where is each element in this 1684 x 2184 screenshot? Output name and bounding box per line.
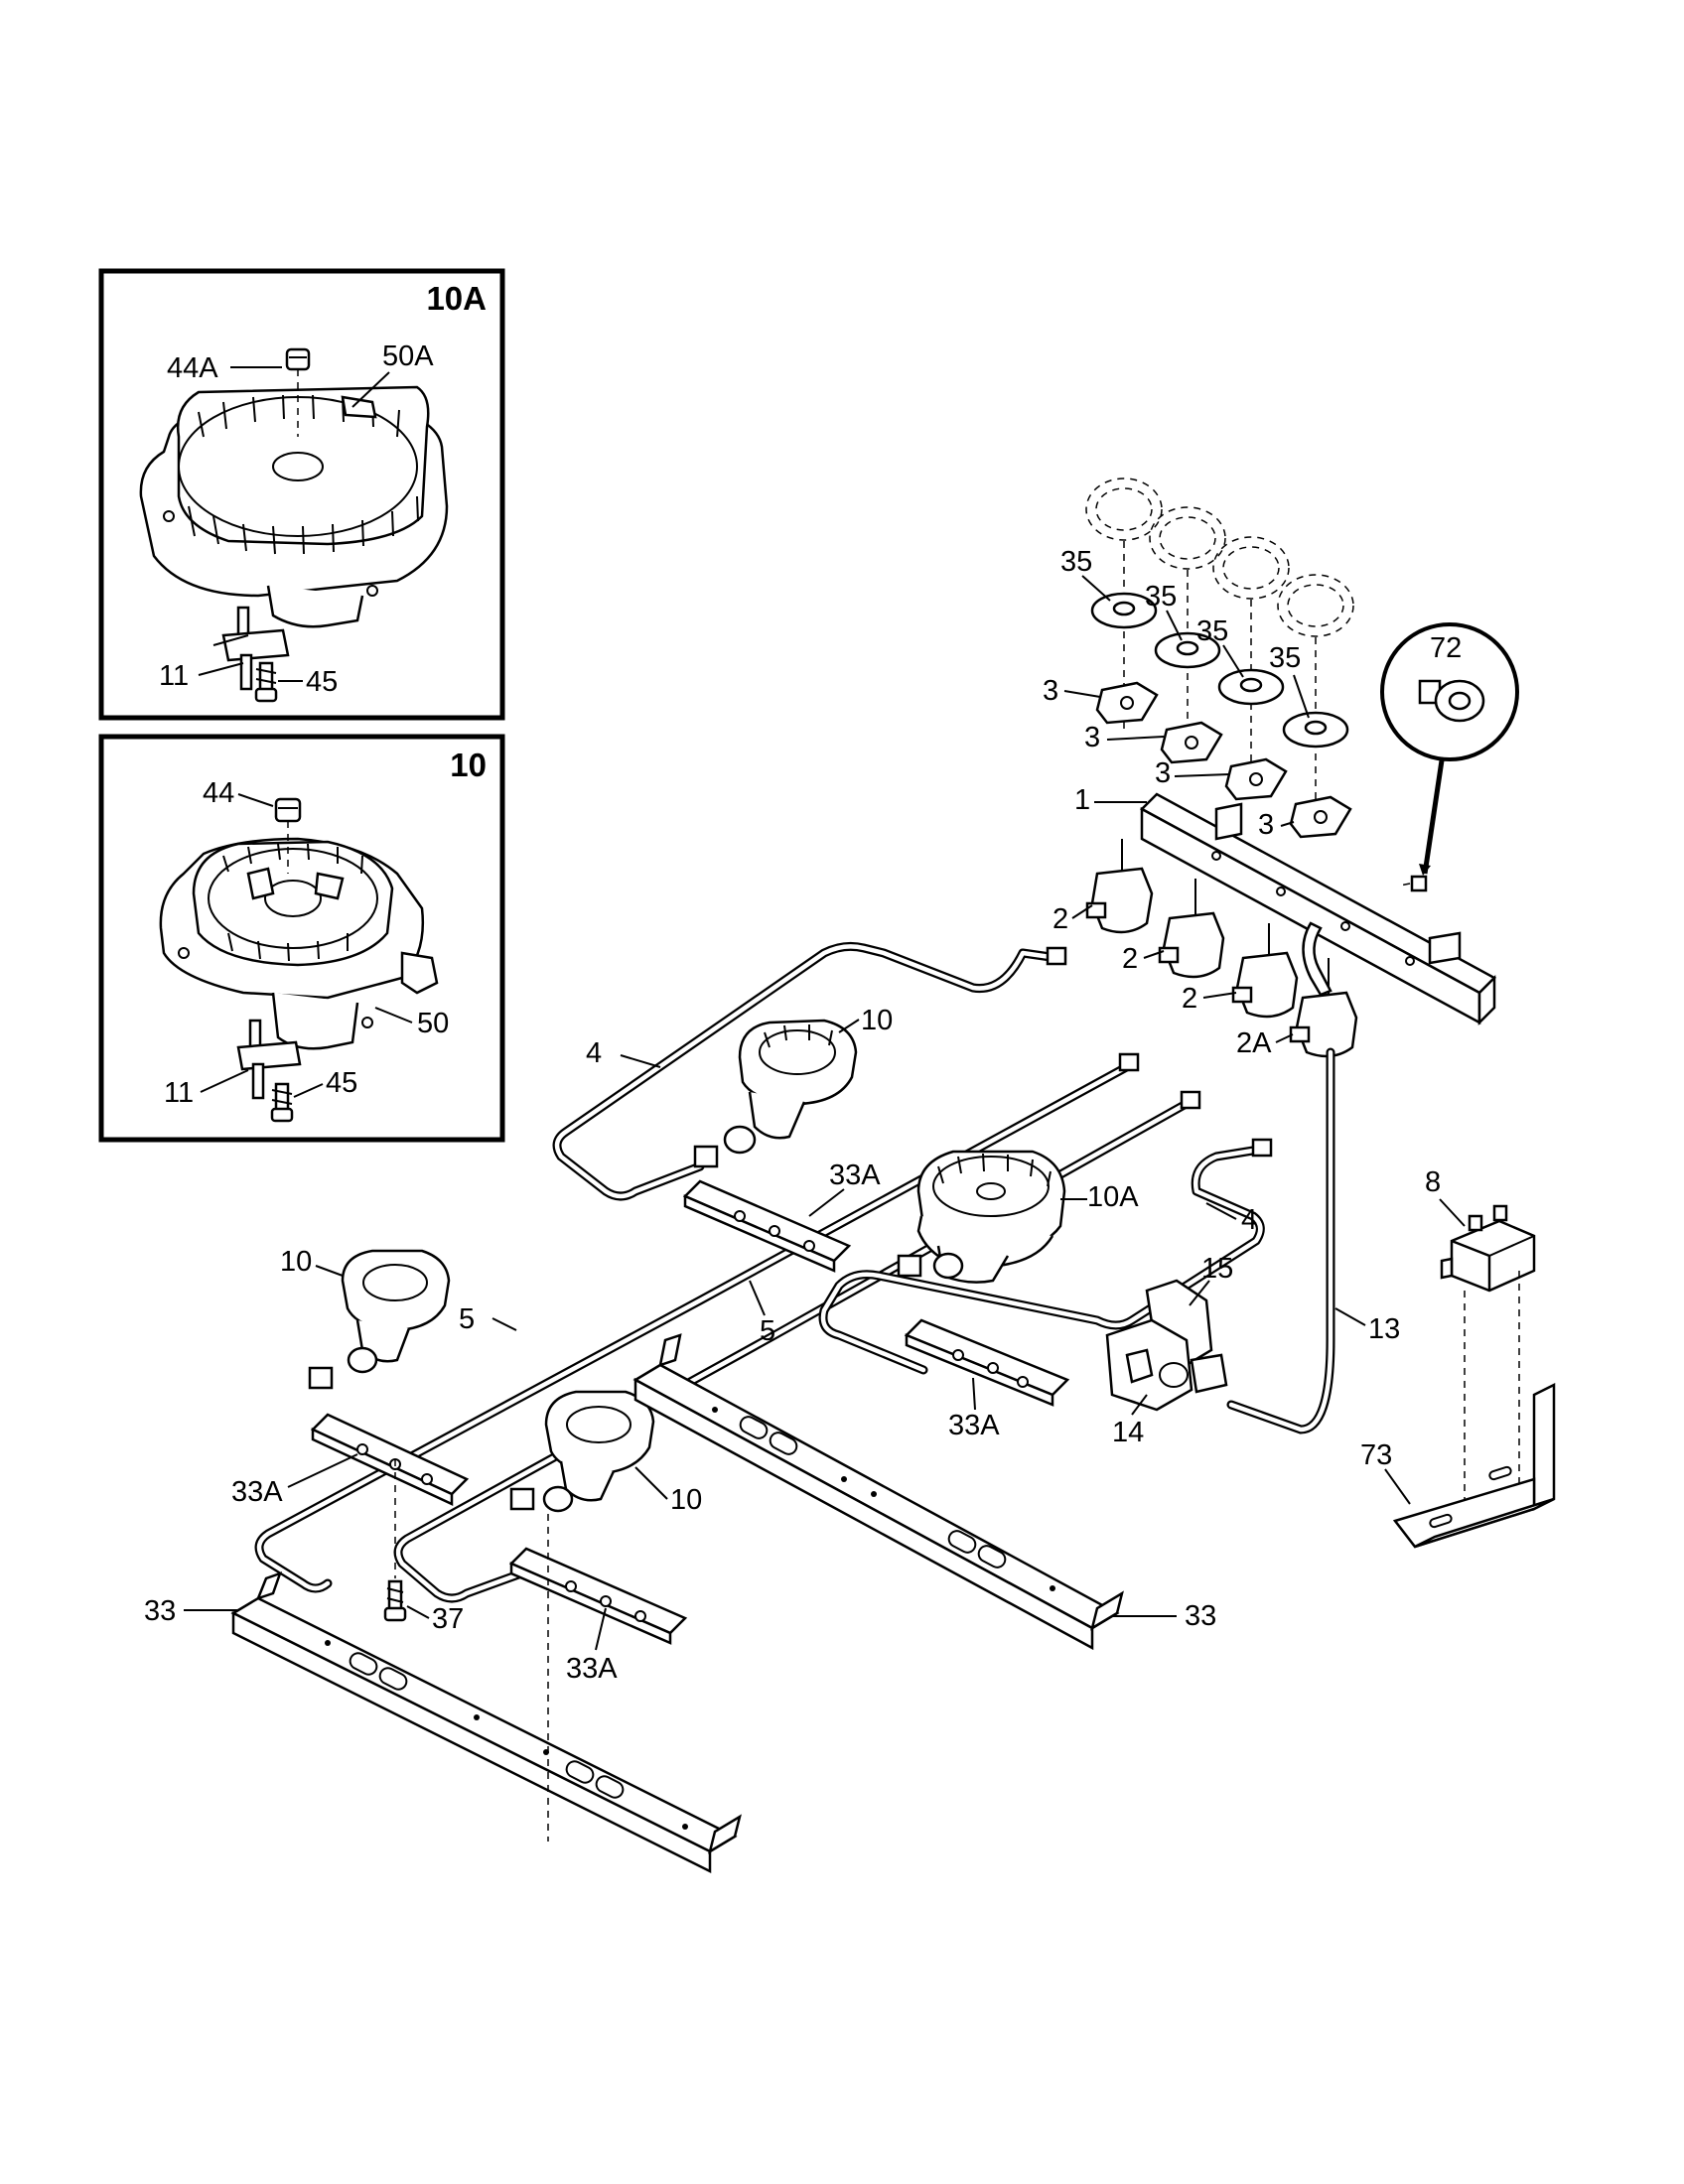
callout-14: 14 [1112, 1417, 1144, 1448]
burner-10-upper [693, 1019, 858, 1168]
callout-33a-bottom: 33A [566, 1653, 618, 1685]
callout-35-d: 35 [1269, 642, 1301, 674]
screw-44 [274, 797, 302, 874]
callout-13: 13 [1368, 1313, 1400, 1345]
callout-1: 1 [1074, 784, 1090, 816]
regulator-14 [1105, 1279, 1228, 1412]
callout-33a-right: 33A [948, 1410, 1000, 1441]
callout-10a: 10A [1087, 1181, 1139, 1213]
burner-10a-main [897, 1150, 1066, 1284]
callout-35-b: 35 [1145, 581, 1177, 613]
callout-73: 73 [1360, 1439, 1392, 1471]
bezel-35 [1090, 592, 1349, 749]
callout-15: 15 [1201, 1253, 1233, 1285]
screw-45-b [270, 1082, 294, 1123]
callout-11a: 11 [159, 660, 189, 692]
burner-base-50a [139, 385, 449, 628]
callout-37: 37 [432, 1603, 464, 1635]
callout-10-front: 10 [670, 1484, 702, 1516]
callout-8: 8 [1425, 1166, 1441, 1198]
callout-4-left: 4 [586, 1037, 602, 1069]
gas-tubes [254, 941, 1335, 1603]
burner-valves-2 [1085, 839, 1358, 1058]
callout-72: 72 [1430, 632, 1462, 664]
callout-35-a: 35 [1060, 546, 1092, 578]
bracket-11 [212, 606, 290, 691]
valve-clips-3 [1095, 681, 1352, 839]
burner-base-50 [159, 837, 439, 1050]
callout-35-c: 35 [1196, 615, 1228, 647]
screw-44a [285, 347, 311, 437]
callout-5-mid: 5 [760, 1315, 775, 1347]
callout-3-a: 3 [1043, 675, 1058, 707]
inset-10a-title: 10A [426, 280, 487, 317]
knobs-and-bezels: 35 35 35 35 [1060, 478, 1354, 814]
callout-3-b: 3 [1084, 722, 1100, 753]
screw-37 [383, 1459, 549, 1842]
inset-10-box: 10 44 [98, 734, 505, 1143]
callout-2a: 2A [1236, 1027, 1272, 1059]
burner-bracket-33-right [632, 1333, 1124, 1651]
callout-3-d: 3 [1258, 809, 1274, 841]
callout-45a: 45 [306, 666, 338, 698]
callout-33-left: 33 [144, 1595, 176, 1627]
callout-44: 44 [203, 777, 234, 809]
callout-11: 11 [164, 1077, 194, 1109]
callout-3-c: 3 [1155, 757, 1171, 789]
callout-2-a: 2 [1052, 903, 1068, 935]
callout-33-right: 33 [1185, 1600, 1216, 1632]
burner-10-left [308, 1249, 451, 1390]
callout-50: 50 [417, 1008, 449, 1039]
burner-10-front [509, 1390, 655, 1513]
inset-10-title: 10 [450, 747, 487, 783]
callout-44a: 44A [167, 352, 218, 384]
callout-4-right: 4 [1241, 1204, 1257, 1236]
mounting-bracket-73 [1392, 1382, 1556, 1549]
callout-33a-left: 33A [231, 1476, 283, 1508]
callout-10-left: 10 [280, 1246, 312, 1278]
detail-72: 72 [1380, 622, 1519, 892]
inset-10a-box: 10A [98, 268, 505, 721]
callout-45: 45 [326, 1067, 357, 1099]
callout-33a-top: 33A [829, 1160, 881, 1191]
manifold-1 [1139, 792, 1497, 1026]
screw-45 [254, 661, 278, 703]
spark-module-8 [1440, 1204, 1536, 1504]
shield-plates-33a [310, 1179, 1070, 1645]
callout-50a: 50A [382, 341, 434, 372]
callout-5-left: 5 [459, 1303, 475, 1335]
burner-bracket-33-left [230, 1570, 742, 1874]
callout-2-c: 2 [1182, 983, 1197, 1015]
callout-2-b: 2 [1122, 943, 1138, 975]
bracket-11-b [236, 1019, 302, 1100]
callout-10-upper: 10 [861, 1005, 893, 1036]
